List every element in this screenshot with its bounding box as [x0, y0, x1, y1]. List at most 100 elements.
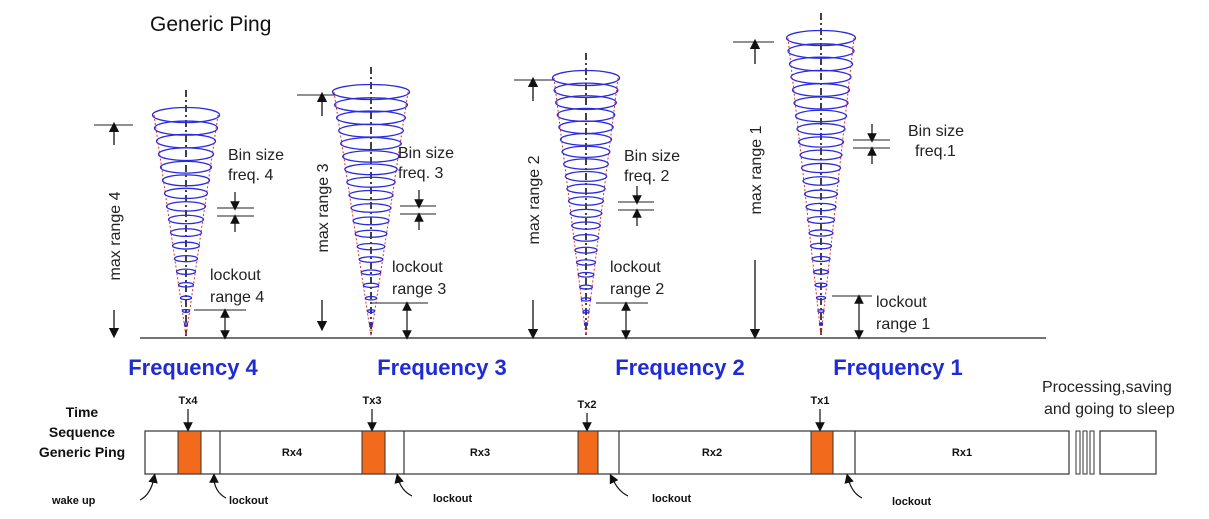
bin-size-2-label-line2: freq. 2: [624, 168, 669, 185]
tx2-block: [577, 430, 599, 475]
beam-ring: [344, 163, 398, 176]
beam-ring: [183, 322, 189, 326]
beam-ring: [796, 122, 846, 136]
svg-text:lockout: lockout: [652, 493, 691, 505]
beam-ring: [167, 214, 205, 225]
beam-ring: [171, 241, 201, 250]
beam-ring: [348, 189, 394, 201]
tx4-block: [177, 430, 202, 475]
max-range-1-label: max range 1: [748, 125, 765, 214]
frequency-1-label: Frequency 1: [833, 355, 963, 380]
rx3-label: Rx3: [470, 447, 490, 459]
rx4-label: Rx4: [282, 447, 303, 459]
bin-size-4-label-line1: Bin size: [228, 147, 284, 164]
beam-ring: [175, 268, 197, 276]
beam-ring: [561, 145, 611, 159]
bin-size-2-label-line1: Bin size: [624, 148, 680, 165]
beam-ring: [583, 322, 589, 326]
beam-ring: [799, 149, 843, 161]
beam-ring: [173, 255, 199, 263]
beam-ring: [551, 69, 621, 87]
beam-ring: [785, 29, 857, 47]
beam-ring: [362, 282, 380, 289]
frequency-2-label: Frequency 2: [615, 355, 745, 380]
diagram-title: Generic Ping: [150, 13, 271, 36]
beam-ring: [815, 295, 827, 301]
bin-size-3-label-line1: Bin size: [398, 145, 454, 162]
beam-ring: [794, 109, 848, 123]
beam-ring: [569, 208, 603, 218]
beam-ring: [797, 136, 845, 148]
lockout-range-4-line2: range 4: [210, 289, 264, 306]
tx1-label: Tx1: [811, 395, 830, 407]
beam-ring: [809, 242, 833, 250]
beam-ring: [159, 160, 213, 174]
time-sequence-bar: [144, 430, 1157, 475]
tx3-label: Tx3: [363, 395, 382, 407]
beam-ring: [567, 196, 605, 206]
tx4-label: Tx4: [179, 395, 199, 407]
lockout-range-1-dimension: [832, 294, 872, 340]
bin-size-3-label-line2: freq. 3: [398, 165, 443, 182]
beam-ring: [575, 259, 597, 266]
beam-ring: [564, 170, 608, 182]
lockout-range-1-line1: lockout: [876, 294, 927, 311]
rx2-label: Rx2: [702, 447, 722, 459]
beam-ring: [559, 132, 613, 147]
beam-ring: [812, 269, 830, 275]
bin-size-3-marker: [400, 190, 436, 230]
beam-ring: [177, 281, 195, 288]
tx3-block: [361, 430, 386, 475]
beam-ring: [577, 271, 595, 278]
lockout-range-2-line1: lockout: [610, 259, 661, 276]
beam-ring: [358, 256, 384, 264]
beam-edge: [553, 77, 587, 337]
beam-ring: [340, 136, 402, 151]
beam-ring: [802, 176, 840, 186]
beam-cone-freq-2: [551, 53, 621, 337]
bin-size-4-label-line2: freq. 4: [228, 167, 273, 184]
svg-text:Generic Ping: Generic Ping: [39, 444, 125, 460]
lockout-range-1-line2: range 1: [876, 316, 930, 333]
beam-ring: [333, 97, 409, 113]
lockout-callout-3: lockout: [394, 473, 472, 505]
beam-ring: [814, 282, 828, 288]
svg-text:lockout: lockout: [229, 495, 268, 507]
beam-cone-freq-4: [151, 90, 221, 337]
lockout-range-3-line2: range 3: [392, 281, 446, 298]
beam-ring: [179, 295, 193, 301]
beam-ring: [571, 221, 601, 230]
beam-ring: [563, 158, 609, 170]
bin-size-1-label-line1: Bin size: [908, 123, 964, 140]
lockout-callout-2: lockout: [609, 473, 691, 505]
max-range-3-label: max range 3: [315, 163, 332, 252]
beam-ring: [580, 297, 592, 302]
max-range-2-dimension: max range 2: [514, 76, 554, 340]
beam-ring: [787, 43, 855, 59]
rx1-label: Rx1: [952, 447, 972, 459]
processing-label-line2: and going to sleep: [1044, 401, 1175, 418]
svg-text:lockout: lockout: [892, 496, 931, 508]
beam-ring: [153, 120, 219, 136]
beam-ring: [342, 150, 400, 163]
beam-ring: [574, 246, 598, 254]
beam-ring: [157, 147, 215, 162]
svg-text:lockout: lockout: [433, 493, 472, 505]
beam-ring: [800, 162, 842, 174]
processing-label-line1: Processing,saving: [1042, 379, 1172, 396]
beam-ring: [566, 183, 606, 194]
beam-ring: [803, 189, 839, 199]
lockout-callout-4: lockout: [209, 473, 268, 507]
beam-ring: [165, 201, 207, 212]
bin-size-2-marker: [618, 186, 654, 226]
lockout-callout-1: lockout: [844, 473, 931, 508]
beam-ring: [331, 83, 411, 101]
lockout-range-4-line1: lockout: [210, 267, 261, 284]
frequency-3-label: Frequency 3: [377, 355, 507, 380]
time-sequence-heading: Time Sequence Generic Ping: [39, 404, 125, 460]
beam-ring: [356, 242, 386, 251]
beam-ring: [817, 309, 825, 313]
tx2-label: Tx2: [578, 399, 597, 411]
beam-ring: [811, 255, 831, 263]
beam-ring: [582, 309, 590, 314]
